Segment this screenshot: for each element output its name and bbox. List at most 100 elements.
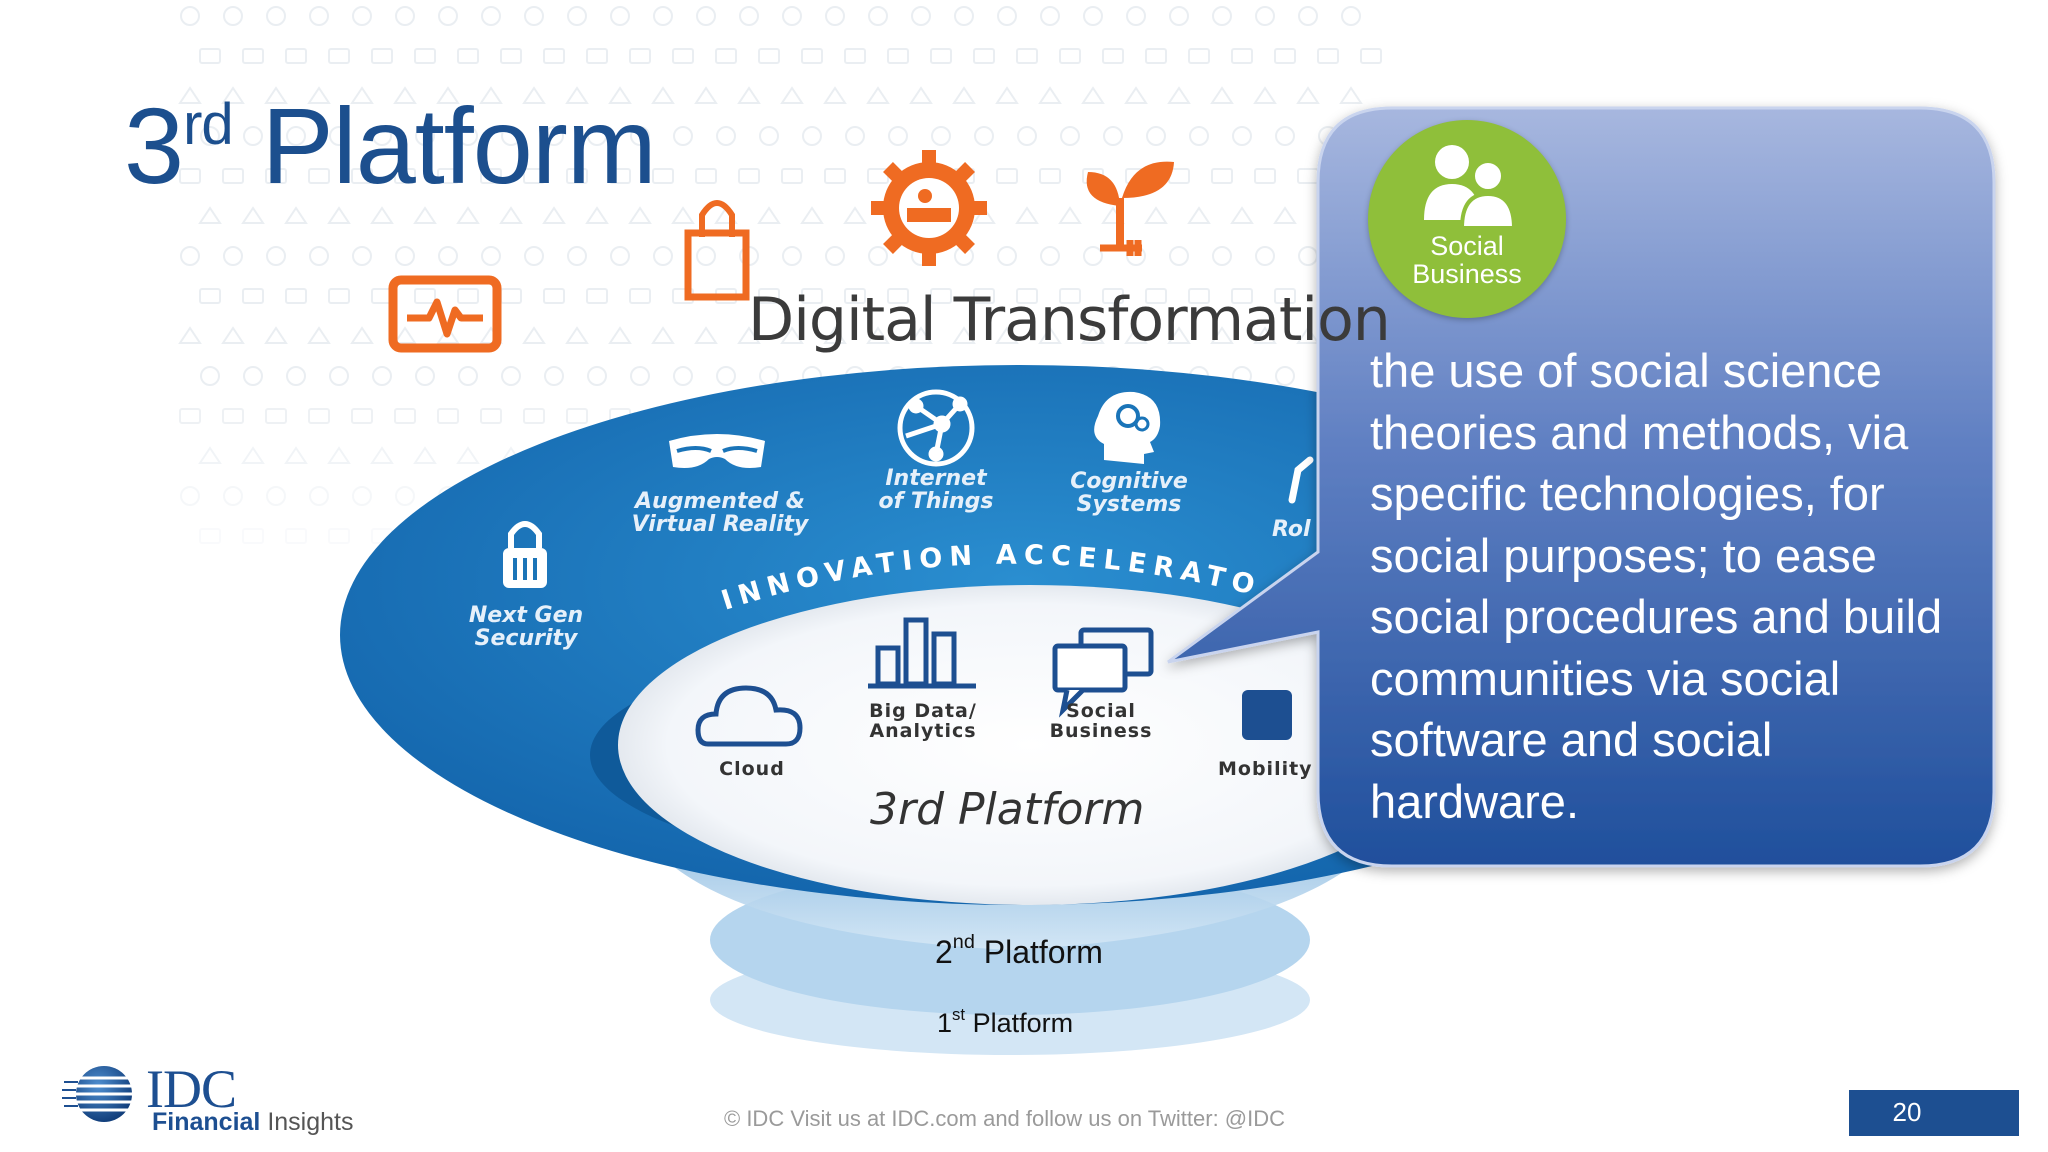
background-pattern-glyph bbox=[868, 6, 888, 26]
background-pattern-glyph bbox=[457, 288, 479, 304]
background-pattern-glyph bbox=[844, 288, 866, 304]
background-pattern-glyph bbox=[782, 6, 802, 26]
page-number-box: 20 bbox=[1849, 1090, 2019, 1136]
background-pattern-glyph bbox=[972, 206, 996, 224]
background-pattern-glyph bbox=[543, 288, 565, 304]
background-pattern-glyph bbox=[1253, 326, 1277, 344]
background-pattern-glyph bbox=[609, 168, 631, 184]
background-pattern-glyph bbox=[522, 86, 546, 104]
background-pattern-glyph bbox=[952, 86, 976, 104]
background-pattern-glyph bbox=[1339, 86, 1363, 104]
background-pattern-glyph bbox=[178, 326, 202, 344]
second-platform-label: 2nd Platform bbox=[935, 931, 1103, 970]
background-pattern-glyph bbox=[1059, 48, 1081, 64]
background-pattern-glyph bbox=[1210, 326, 1234, 344]
background-pattern-glyph bbox=[585, 206, 609, 224]
background-pattern-glyph bbox=[1167, 86, 1191, 104]
heart-monitor-icon bbox=[388, 275, 502, 353]
background-pattern-glyph bbox=[438, 6, 458, 26]
background-pattern-glyph bbox=[1275, 126, 1295, 146]
background-pattern-glyph bbox=[1253, 86, 1277, 104]
background-pattern-glyph bbox=[544, 126, 564, 146]
background-pattern-glyph bbox=[843, 206, 867, 224]
platform-label-cloud: Cloud bbox=[719, 758, 785, 780]
background-pattern-glyph bbox=[780, 326, 804, 344]
background-pattern-glyph bbox=[328, 528, 350, 544]
background-pattern-glyph bbox=[630, 126, 650, 146]
background-pattern-glyph bbox=[673, 126, 693, 146]
background-pattern-glyph bbox=[671, 206, 695, 224]
background-pattern-glyph bbox=[823, 326, 847, 344]
background-pattern-glyph bbox=[1167, 326, 1191, 344]
robot-arm-icon bbox=[1288, 456, 1314, 504]
background-pattern-glyph bbox=[1232, 126, 1252, 146]
background-pattern-glyph bbox=[522, 326, 546, 344]
background-pattern-glyph bbox=[995, 86, 1019, 104]
background-pattern-glyph bbox=[801, 288, 823, 304]
background-pattern-glyph bbox=[930, 288, 952, 304]
background-pattern-glyph bbox=[352, 486, 372, 506]
background-pattern-glyph bbox=[1040, 6, 1060, 26]
background-pattern-glyph bbox=[328, 288, 350, 304]
background-pattern-glyph bbox=[1016, 288, 1038, 304]
background-pattern-glyph bbox=[308, 168, 330, 184]
background-pattern-glyph bbox=[221, 86, 245, 104]
background-pattern-glyph bbox=[285, 528, 307, 544]
background-pattern-glyph bbox=[264, 86, 288, 104]
third-platform-ellipse bbox=[618, 585, 1442, 905]
background-pattern-glyph bbox=[973, 48, 995, 64]
background-pattern-glyph bbox=[1188, 48, 1210, 64]
background-pattern-glyph bbox=[1103, 126, 1123, 146]
background-pattern-glyph bbox=[436, 86, 460, 104]
background-pattern-glyph bbox=[307, 86, 331, 104]
background-pattern-glyph bbox=[395, 246, 415, 266]
background-pattern-glyph bbox=[393, 86, 417, 104]
lock-icon bbox=[503, 521, 547, 588]
background-pattern-glyph bbox=[285, 48, 307, 64]
background-pattern-glyph bbox=[974, 126, 994, 146]
background-pattern-glyph bbox=[651, 86, 675, 104]
background-pattern-glyph bbox=[327, 446, 351, 464]
background-pattern-glyph bbox=[413, 446, 437, 464]
background-pattern-glyph bbox=[694, 86, 718, 104]
background-pattern-glyph bbox=[480, 168, 502, 184]
background-pattern-glyph bbox=[200, 366, 220, 386]
background-pattern-glyph bbox=[523, 408, 545, 424]
background-pattern-glyph bbox=[653, 6, 673, 26]
first-platform-label: 1st Platform bbox=[937, 1005, 1074, 1038]
background-pattern-glyph bbox=[309, 246, 329, 266]
background-pattern-glyph bbox=[329, 366, 349, 386]
background-pattern-glyph bbox=[1016, 48, 1038, 64]
background-pattern-glyph bbox=[586, 288, 608, 304]
background-pattern-glyph bbox=[823, 86, 847, 104]
background-pattern-glyph bbox=[1255, 246, 1275, 266]
background-pattern-glyph bbox=[1255, 6, 1275, 26]
background-pattern-glyph bbox=[781, 168, 803, 184]
background-pattern-glyph bbox=[1059, 288, 1081, 304]
background-pattern-glyph bbox=[222, 408, 244, 424]
background-pattern-glyph bbox=[738, 168, 760, 184]
background-pattern-glyph bbox=[1212, 246, 1232, 266]
background-pattern-glyph bbox=[995, 326, 1019, 344]
background-pattern-glyph bbox=[587, 126, 607, 146]
background-pattern-glyph bbox=[501, 126, 521, 146]
background-pattern-glyph bbox=[393, 326, 417, 344]
background-pattern-glyph bbox=[1144, 206, 1168, 224]
logo-subtitle: Financial Insights bbox=[152, 1108, 354, 1136]
background-pattern-glyph bbox=[1146, 126, 1166, 146]
background-pattern-glyph bbox=[351, 408, 373, 424]
background-pattern-glyph bbox=[542, 206, 566, 224]
background-pattern-glyph bbox=[309, 486, 329, 506]
background-pattern-glyph bbox=[437, 408, 459, 424]
background-pattern-glyph bbox=[242, 528, 264, 544]
background-pattern-glyph bbox=[1102, 48, 1124, 64]
callout-definition-text: the use of social science theories and m… bbox=[1370, 344, 1943, 828]
background-pattern-glyph bbox=[1296, 326, 1320, 344]
background-pattern-glyph bbox=[1189, 126, 1209, 146]
background-pattern-glyph bbox=[629, 288, 651, 304]
background-pattern-glyph bbox=[952, 326, 976, 344]
brain-head-icon bbox=[1094, 391, 1161, 464]
background-pattern-glyph bbox=[844, 48, 866, 64]
